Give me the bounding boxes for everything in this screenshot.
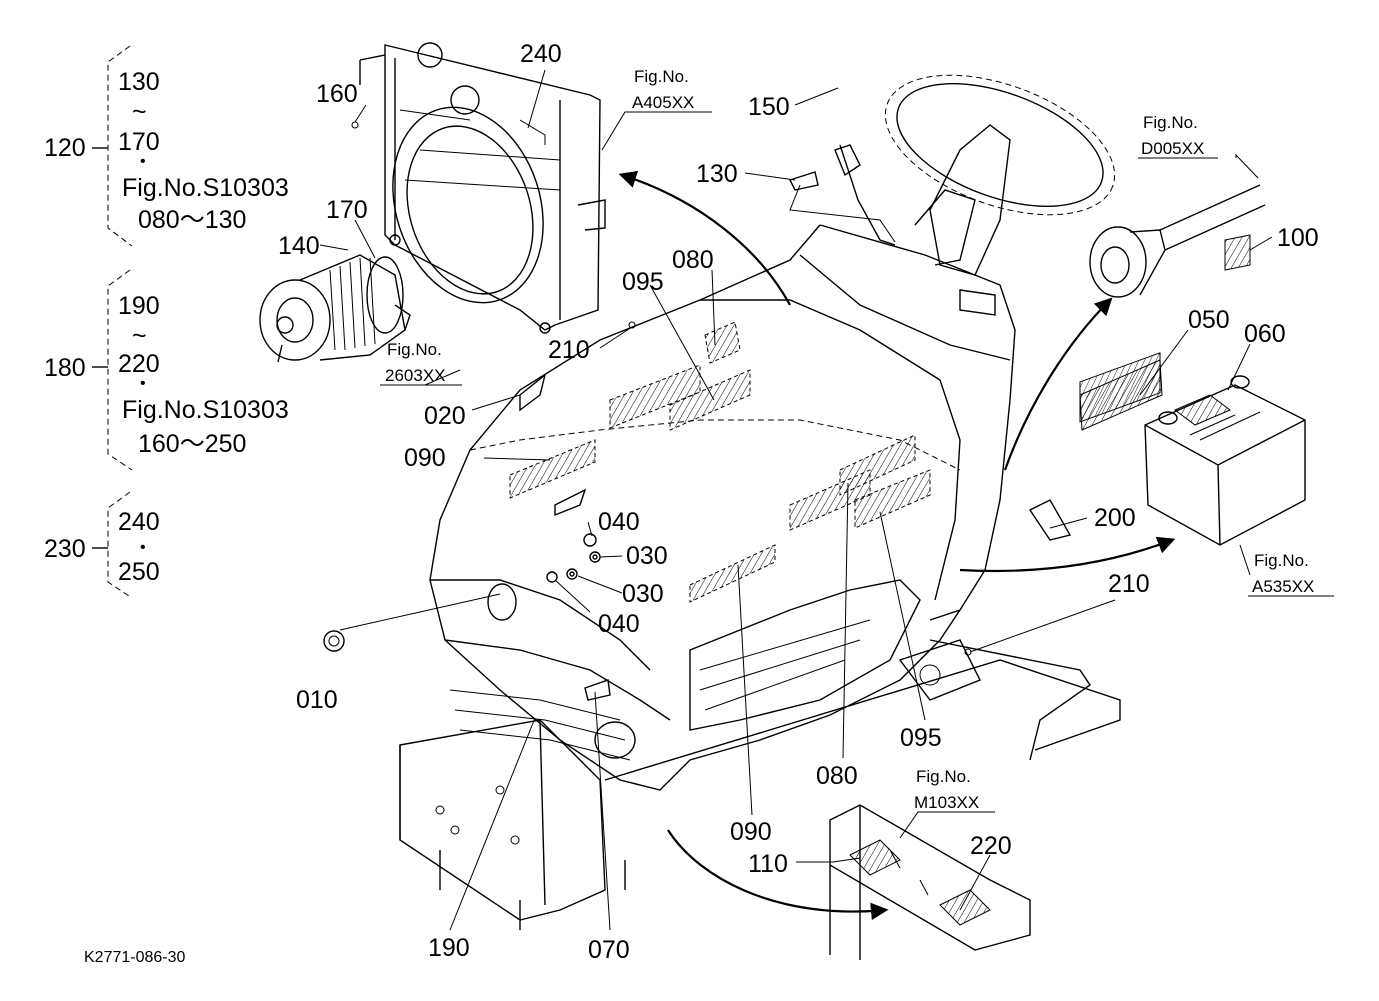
svg-text:A535XX: A535XX [1252,577,1314,596]
callout-240: 240 [520,40,562,68]
svg-text:Fig.No.: Fig.No. [1254,551,1309,570]
fig-ref-d005xx: Fig.No. D005XX [1138,113,1218,159]
callout-100: 100 [1277,224,1319,252]
callout-030: 030 [626,542,668,570]
radiator-shroud-drawing [359,42,606,334]
svg-text:Fig.No.: Fig.No. [916,767,971,786]
group-line: Fig.No.S10303 [122,174,289,202]
drawing-id: K2771-086-30 [84,949,186,966]
group-bracket-230 [92,491,133,599]
callout-080: 080 [672,246,714,274]
group-line: Fig.No.S10303 [122,396,289,424]
group-line: 240 [118,508,160,536]
group-line: ~ [132,322,147,350]
group-label: 120 [44,134,86,162]
decal-050-shape [1079,359,1163,431]
group-line: • [140,153,146,170]
reference-arrows [618,170,1176,921]
svg-text:Fig.No.: Fig.No. [634,67,689,86]
svg-text:Fig.No.: Fig.No. [1143,113,1198,132]
callout-020: 020 [424,402,466,430]
group-line: ~ [132,98,147,126]
callout-150: 150 [748,93,790,121]
callout-190: 190 [428,934,470,962]
callout-labels: 240 160 170 140 150 130 080 095 210 020 … [278,40,1319,964]
callout-140: 140 [278,232,320,260]
svg-text:D005XX: D005XX [1141,139,1204,158]
group-120: 120 130 ~ 170 • Fig.No.S10303 080～130 [44,68,289,234]
group-line: • [140,375,146,392]
callout-060: 060 [1244,320,1286,348]
callout-040: 040 [598,508,640,536]
callout-200: 200 [1094,504,1136,532]
callout-080: 080 [816,762,858,790]
svg-text:M103XX: M103XX [914,793,979,812]
callout-050: 050 [1188,306,1230,334]
callout-170: 170 [326,196,368,224]
fig-ref-a535xx: Fig.No. A535XX [1248,551,1334,597]
callout-090: 090 [404,444,446,472]
hood-decals [509,171,1072,603]
hood-body-drawing [429,224,1016,791]
fig-ref-2603xx: Fig.No. 2603XX [380,340,462,386]
group-label: 180 [44,354,86,382]
group-label: 230 [44,535,86,563]
battery-drawing [1144,375,1306,546]
callout-095: 095 [622,268,664,296]
svg-text:2603XX: 2603XX [385,366,446,385]
small-parts [323,121,972,701]
steering-wheel-drawing [834,74,1116,276]
group-line: 160～250 [138,430,246,458]
group-line: 220 [118,350,160,378]
callout-210: 210 [548,336,590,364]
callout-220: 220 [970,832,1012,860]
group-line: 170 [118,128,160,156]
group-bracket-180 [92,269,133,471]
callout-010: 010 [296,686,338,714]
group-line: • [140,539,146,556]
group-180: 180 190 ~ 220 • Fig.No.S10303 160～250 [44,292,289,458]
cable-coupler-drawing [1089,184,1266,298]
fig-ref-a405xx: Fig.No. A405XX [632,67,694,112]
group-line: 130 [118,68,160,96]
callout-160: 160 [316,80,358,108]
callout-130: 130 [696,160,738,188]
frame-drawing [399,639,1121,930]
group-230: 230 240 • 250 [44,508,160,586]
air-cleaner-drawing [259,254,411,363]
callout-070: 070 [588,936,630,964]
callout-110: 110 [748,850,788,878]
group-line: 250 [118,558,160,586]
callout-040: 040 [598,610,640,638]
callout-210: 210 [1108,570,1150,598]
fig-ref-m103xx: Fig.No. M103XX [914,767,979,812]
leader-lines [319,69,1273,931]
svg-text:A405XX: A405XX [632,93,694,112]
callout-090: 090 [730,818,772,846]
group-line: 080～130 [138,206,246,234]
lower-plate-drawing [829,804,1031,960]
group-bracket-120 [92,45,133,247]
svg-text:Fig.No.: Fig.No. [387,340,442,359]
callout-030: 030 [622,580,664,608]
callout-095: 095 [900,724,942,752]
group-line: 190 [118,292,160,320]
